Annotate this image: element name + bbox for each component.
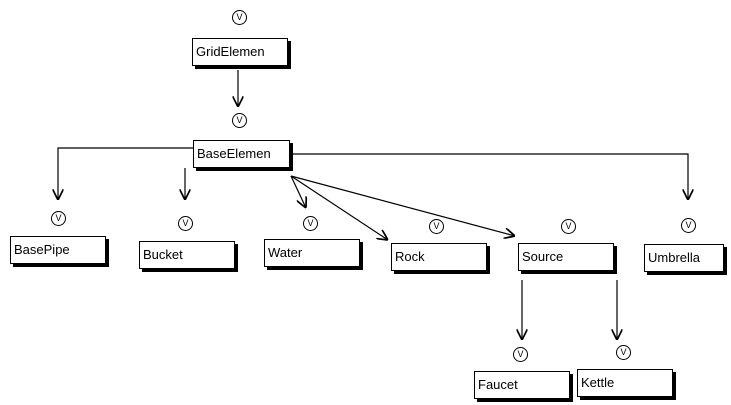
visibility-v-icon: V <box>178 216 193 231</box>
edge-baseelement-water <box>290 175 306 208</box>
edge-baseelement-umbrella <box>290 153 688 200</box>
node-source[interactable]: Source <box>518 243 614 271</box>
edge-baseelement-basepipe <box>58 147 193 200</box>
visibility-v-icon: V <box>303 216 318 231</box>
node-baseelement[interactable]: BaseElemen <box>193 140 290 168</box>
visibility-v-icon: V <box>681 218 696 233</box>
node-water[interactable]: Water <box>264 239 360 267</box>
node-bucket[interactable]: Bucket <box>139 241 235 269</box>
visibility-v-icon: V <box>561 219 576 234</box>
edge-baseelement-rock <box>290 175 388 240</box>
node-faucet[interactable]: Faucet <box>474 371 570 399</box>
node-umbrella[interactable]: Umbrella <box>644 244 724 272</box>
visibility-v-icon: V <box>616 345 631 360</box>
visibility-v-icon: V <box>513 347 528 362</box>
visibility-v-icon: V <box>51 211 66 226</box>
node-basepipe[interactable]: BasePipe <box>10 236 106 264</box>
node-rock[interactable]: Rock <box>391 243 487 271</box>
visibility-v-icon: V <box>429 219 444 234</box>
node-gridelement[interactable]: GridElemen <box>192 38 288 66</box>
visibility-v-icon: V <box>232 10 247 25</box>
edge-baseelement-source <box>290 175 515 236</box>
visibility-v-icon: V <box>232 113 247 128</box>
node-kettle[interactable]: Kettle <box>577 369 673 397</box>
